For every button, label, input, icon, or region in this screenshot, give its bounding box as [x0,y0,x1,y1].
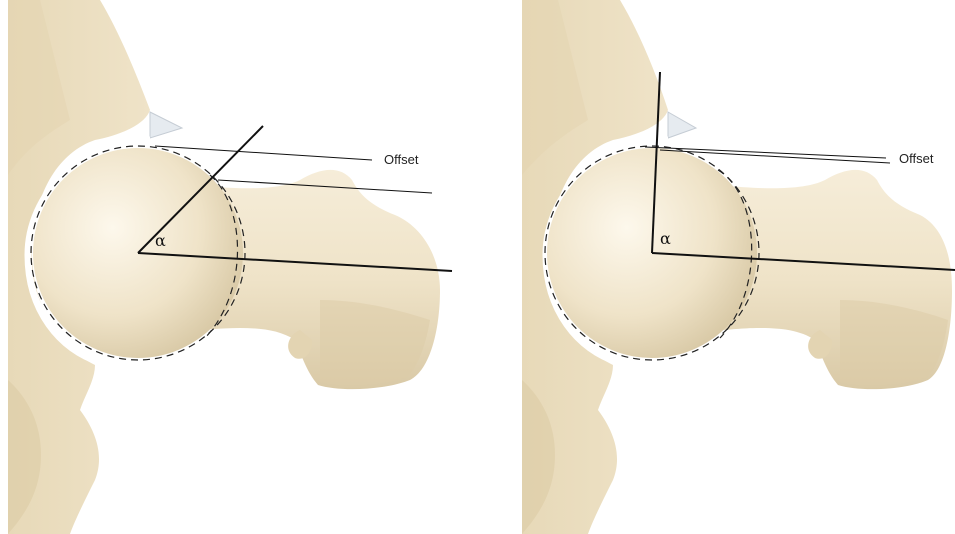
alpha-label: α [155,231,166,250]
labrum [150,112,182,138]
offset-label: Offset [899,151,934,166]
offset-label: Offset [384,152,419,167]
alpha-label: α [660,229,671,248]
right-illustration: Offset α [520,0,955,534]
labrum [668,112,696,138]
right-panel: Offset α [520,0,955,534]
left-illustration: Offset α [0,0,470,534]
left-panel: Offset α [0,0,470,534]
